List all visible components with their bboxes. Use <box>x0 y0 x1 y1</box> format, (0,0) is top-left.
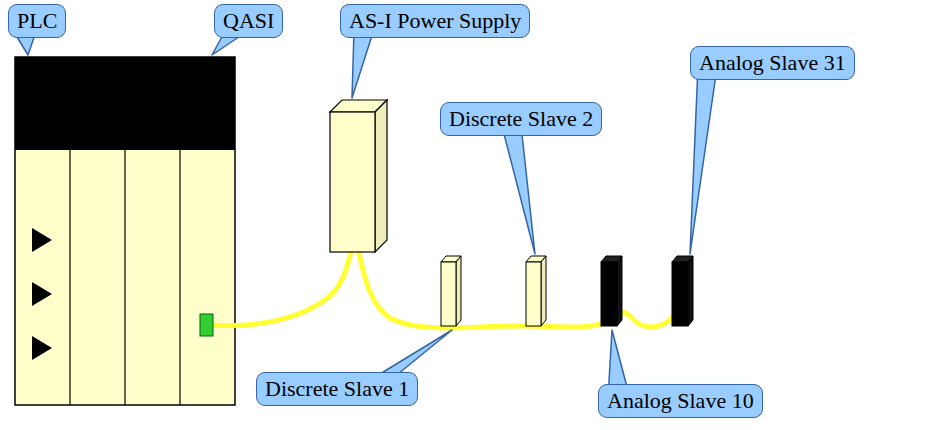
asi-cable <box>212 243 684 328</box>
plc-rack <box>15 57 235 405</box>
callout-bubble: Discrete Slave 1 <box>256 372 418 406</box>
rack-slot-line <box>69 150 70 405</box>
callout-bubble: AS-I Power Supply <box>340 4 530 38</box>
callout-label: PLC <box>17 8 57 33</box>
callout-label: AS-I Power Supply <box>349 8 521 33</box>
discrete-slave <box>441 262 456 326</box>
callout-tail <box>212 36 240 55</box>
slave-side <box>541 256 546 326</box>
callout-tail <box>352 36 372 98</box>
callout-label: Discrete Slave 1 <box>265 376 409 401</box>
callout-tail <box>17 36 35 55</box>
callout-tail <box>380 330 452 374</box>
callout-label: Analog Slave 31 <box>699 50 846 75</box>
callout-tail <box>690 78 715 254</box>
callout-bubble: Analog Slave 10 <box>598 384 763 418</box>
callout-label: QASI <box>223 8 274 33</box>
callout-tail <box>609 330 627 386</box>
analog-slave <box>672 262 688 326</box>
callout-label: Analog Slave 10 <box>607 388 754 413</box>
slave-side <box>617 256 622 326</box>
callout-bubble: PLC <box>8 4 66 38</box>
slave-side <box>688 256 693 326</box>
power-supply-side <box>375 100 387 252</box>
discrete-slave <box>526 262 541 326</box>
asi-connector <box>200 314 213 336</box>
led-triangle <box>32 228 52 252</box>
power-supply-front <box>330 112 375 252</box>
rack-slot-line <box>179 150 180 405</box>
callout-bubble: Discrete Slave 2 <box>440 102 602 136</box>
callout-label: Discrete Slave 2 <box>449 106 593 131</box>
rack-slot-line <box>124 57 125 405</box>
analog-slave <box>601 262 617 326</box>
callout-tail <box>504 134 535 254</box>
slave-side <box>456 256 461 326</box>
callout-bubble: QASI <box>214 4 283 38</box>
led-triangle <box>32 336 52 360</box>
led-triangle <box>32 282 52 306</box>
callout-bubble: Analog Slave 31 <box>690 46 855 80</box>
